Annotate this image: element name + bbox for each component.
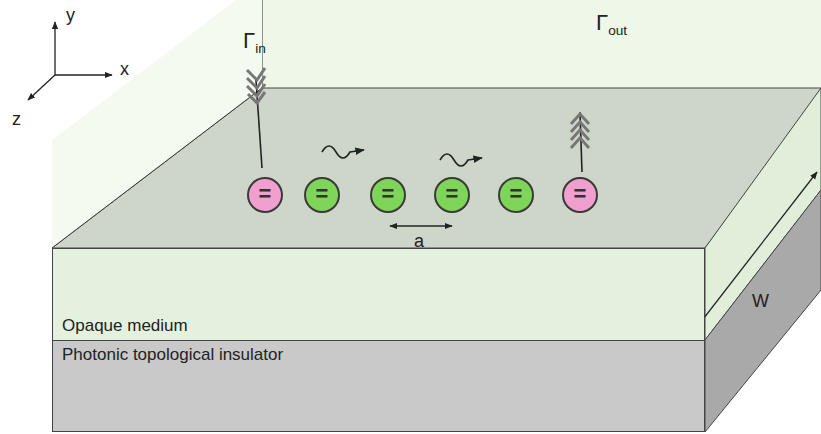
insulator-front-face: Photonic topological insulator (52, 340, 705, 432)
axis-label: z (12, 110, 21, 128)
emitter-circle: = (498, 177, 534, 213)
node-text: Opaque medium (62, 316, 188, 336)
medium-front-face: Opaque medium (52, 248, 705, 340)
output-arrow (571, 112, 589, 172)
node-text: = (316, 183, 329, 205)
z-axis (28, 75, 55, 100)
rate-label: Γout (596, 12, 627, 37)
node-text: = (259, 183, 272, 205)
emitter-circle: = (370, 177, 406, 213)
input-arrow (247, 68, 265, 168)
insulator-right-face (705, 190, 821, 432)
axis-label: y (66, 6, 75, 24)
propagation-wave (440, 154, 482, 166)
node-text: = (574, 183, 587, 205)
emitter-circle: = (304, 177, 340, 213)
dimension-label: a (414, 232, 424, 250)
node-text: Photonic topological insulator (62, 345, 283, 365)
emitter-circle: = (562, 177, 598, 213)
interface-edge (52, 88, 262, 248)
medium-side (52, 0, 262, 248)
medium-back-face (262, 0, 821, 88)
node-text: = (510, 183, 523, 205)
axis-label: x (120, 60, 129, 78)
emitter-circle: = (247, 177, 283, 213)
dimension-label: W (752, 292, 769, 310)
x-axis (55, 74, 112, 75)
propagation-wave (322, 146, 364, 158)
rate-label: Γin (243, 30, 266, 55)
node-text: = (446, 183, 459, 205)
y-axis (54, 22, 55, 75)
spacing-dimension (390, 225, 452, 226)
emitter-circle: = (434, 177, 470, 213)
node-text: = (382, 183, 395, 205)
